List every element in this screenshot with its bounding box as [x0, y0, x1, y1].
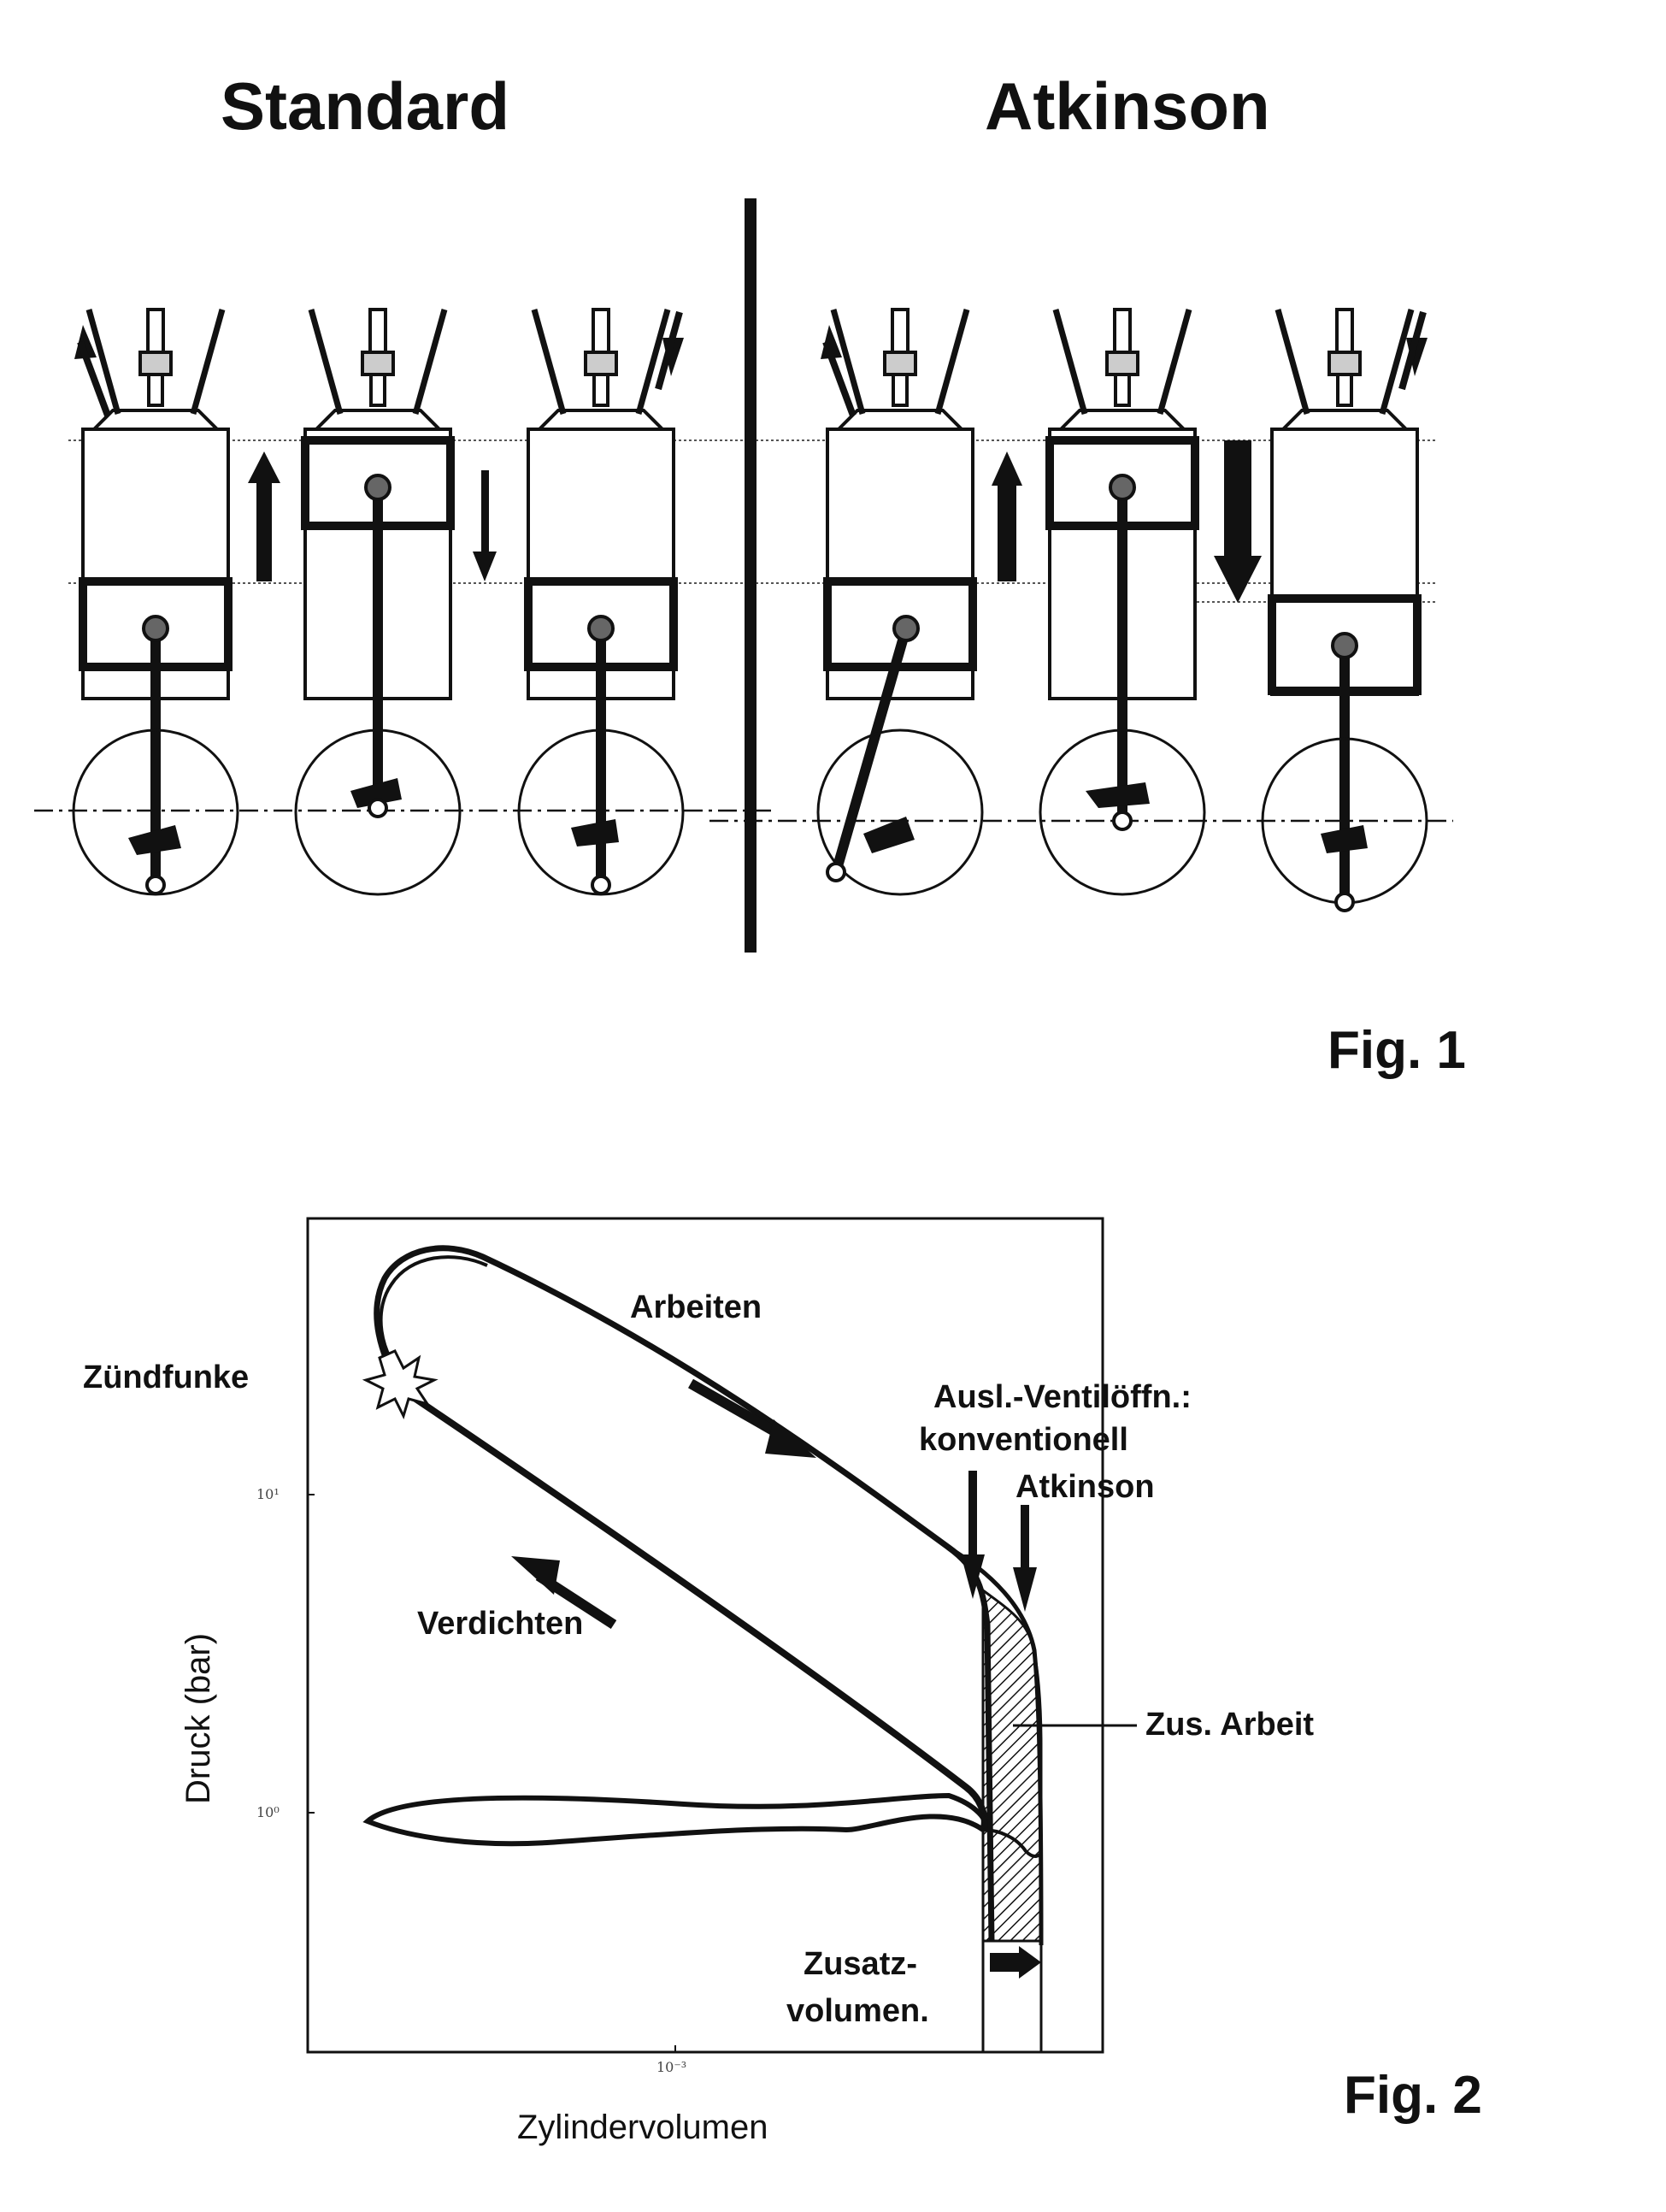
y-tick-10-0: 10⁰ — [256, 1806, 280, 1820]
label-compress: Verdichten — [417, 1607, 583, 1640]
gas-exchange-loop — [368, 1796, 986, 1843]
arrow-down-standard — [481, 470, 489, 556]
heading-atkinson: Atkinson — [985, 73, 1270, 139]
cylinder-standard-1 — [74, 310, 238, 894]
label-work: Arbeiten — [630, 1291, 762, 1324]
cylinder-standard-2 — [296, 310, 460, 894]
label-conventional: konventionell — [919, 1424, 1128, 1456]
arrow-valve-atkinson — [1021, 1505, 1029, 1573]
divider-bar — [745, 198, 756, 953]
figure1-label: Fig. 1 — [1328, 1024, 1466, 1077]
x-tick-10-minus3: 10⁻³ — [656, 2061, 686, 2074]
label-extra-volume-2: volumen. — [786, 1995, 929, 2027]
expansion-curve — [377, 1248, 992, 1941]
arrow-up-standard — [256, 479, 272, 581]
x-axis-label: Zylindervolumen — [517, 2110, 768, 2144]
arrow-valve-conventional — [968, 1471, 977, 1560]
y-axis-label: Druck (bar) — [181, 1633, 215, 1804]
label-extra-volume-1: Zusatz- — [804, 1948, 917, 1980]
cylinder-atkinson-1 — [818, 310, 982, 894]
figure2-label: Fig. 2 — [1344, 2069, 1482, 2122]
arrow-up-atkinson — [998, 483, 1016, 581]
cylinder-standard-3 — [519, 310, 684, 894]
figure1-engine-diagram — [34, 198, 1453, 953]
cylinder-atkinson-2 — [1040, 310, 1204, 894]
label-spark: Zündfunke — [83, 1361, 249, 1394]
arrow-extra-volume — [990, 1953, 1022, 1972]
label-extra-work: Zus. Arbeit — [1145, 1708, 1314, 1741]
label-atkinson-valve: Atkinson — [1015, 1471, 1155, 1503]
label-exhaust-valve: Ausl.-Ventilöffn.: — [933, 1381, 1192, 1413]
heading-standard: Standard — [221, 73, 509, 139]
y-tick-10-1: 10¹ — [256, 1488, 280, 1501]
arrow-down-atkinson — [1224, 440, 1251, 560]
